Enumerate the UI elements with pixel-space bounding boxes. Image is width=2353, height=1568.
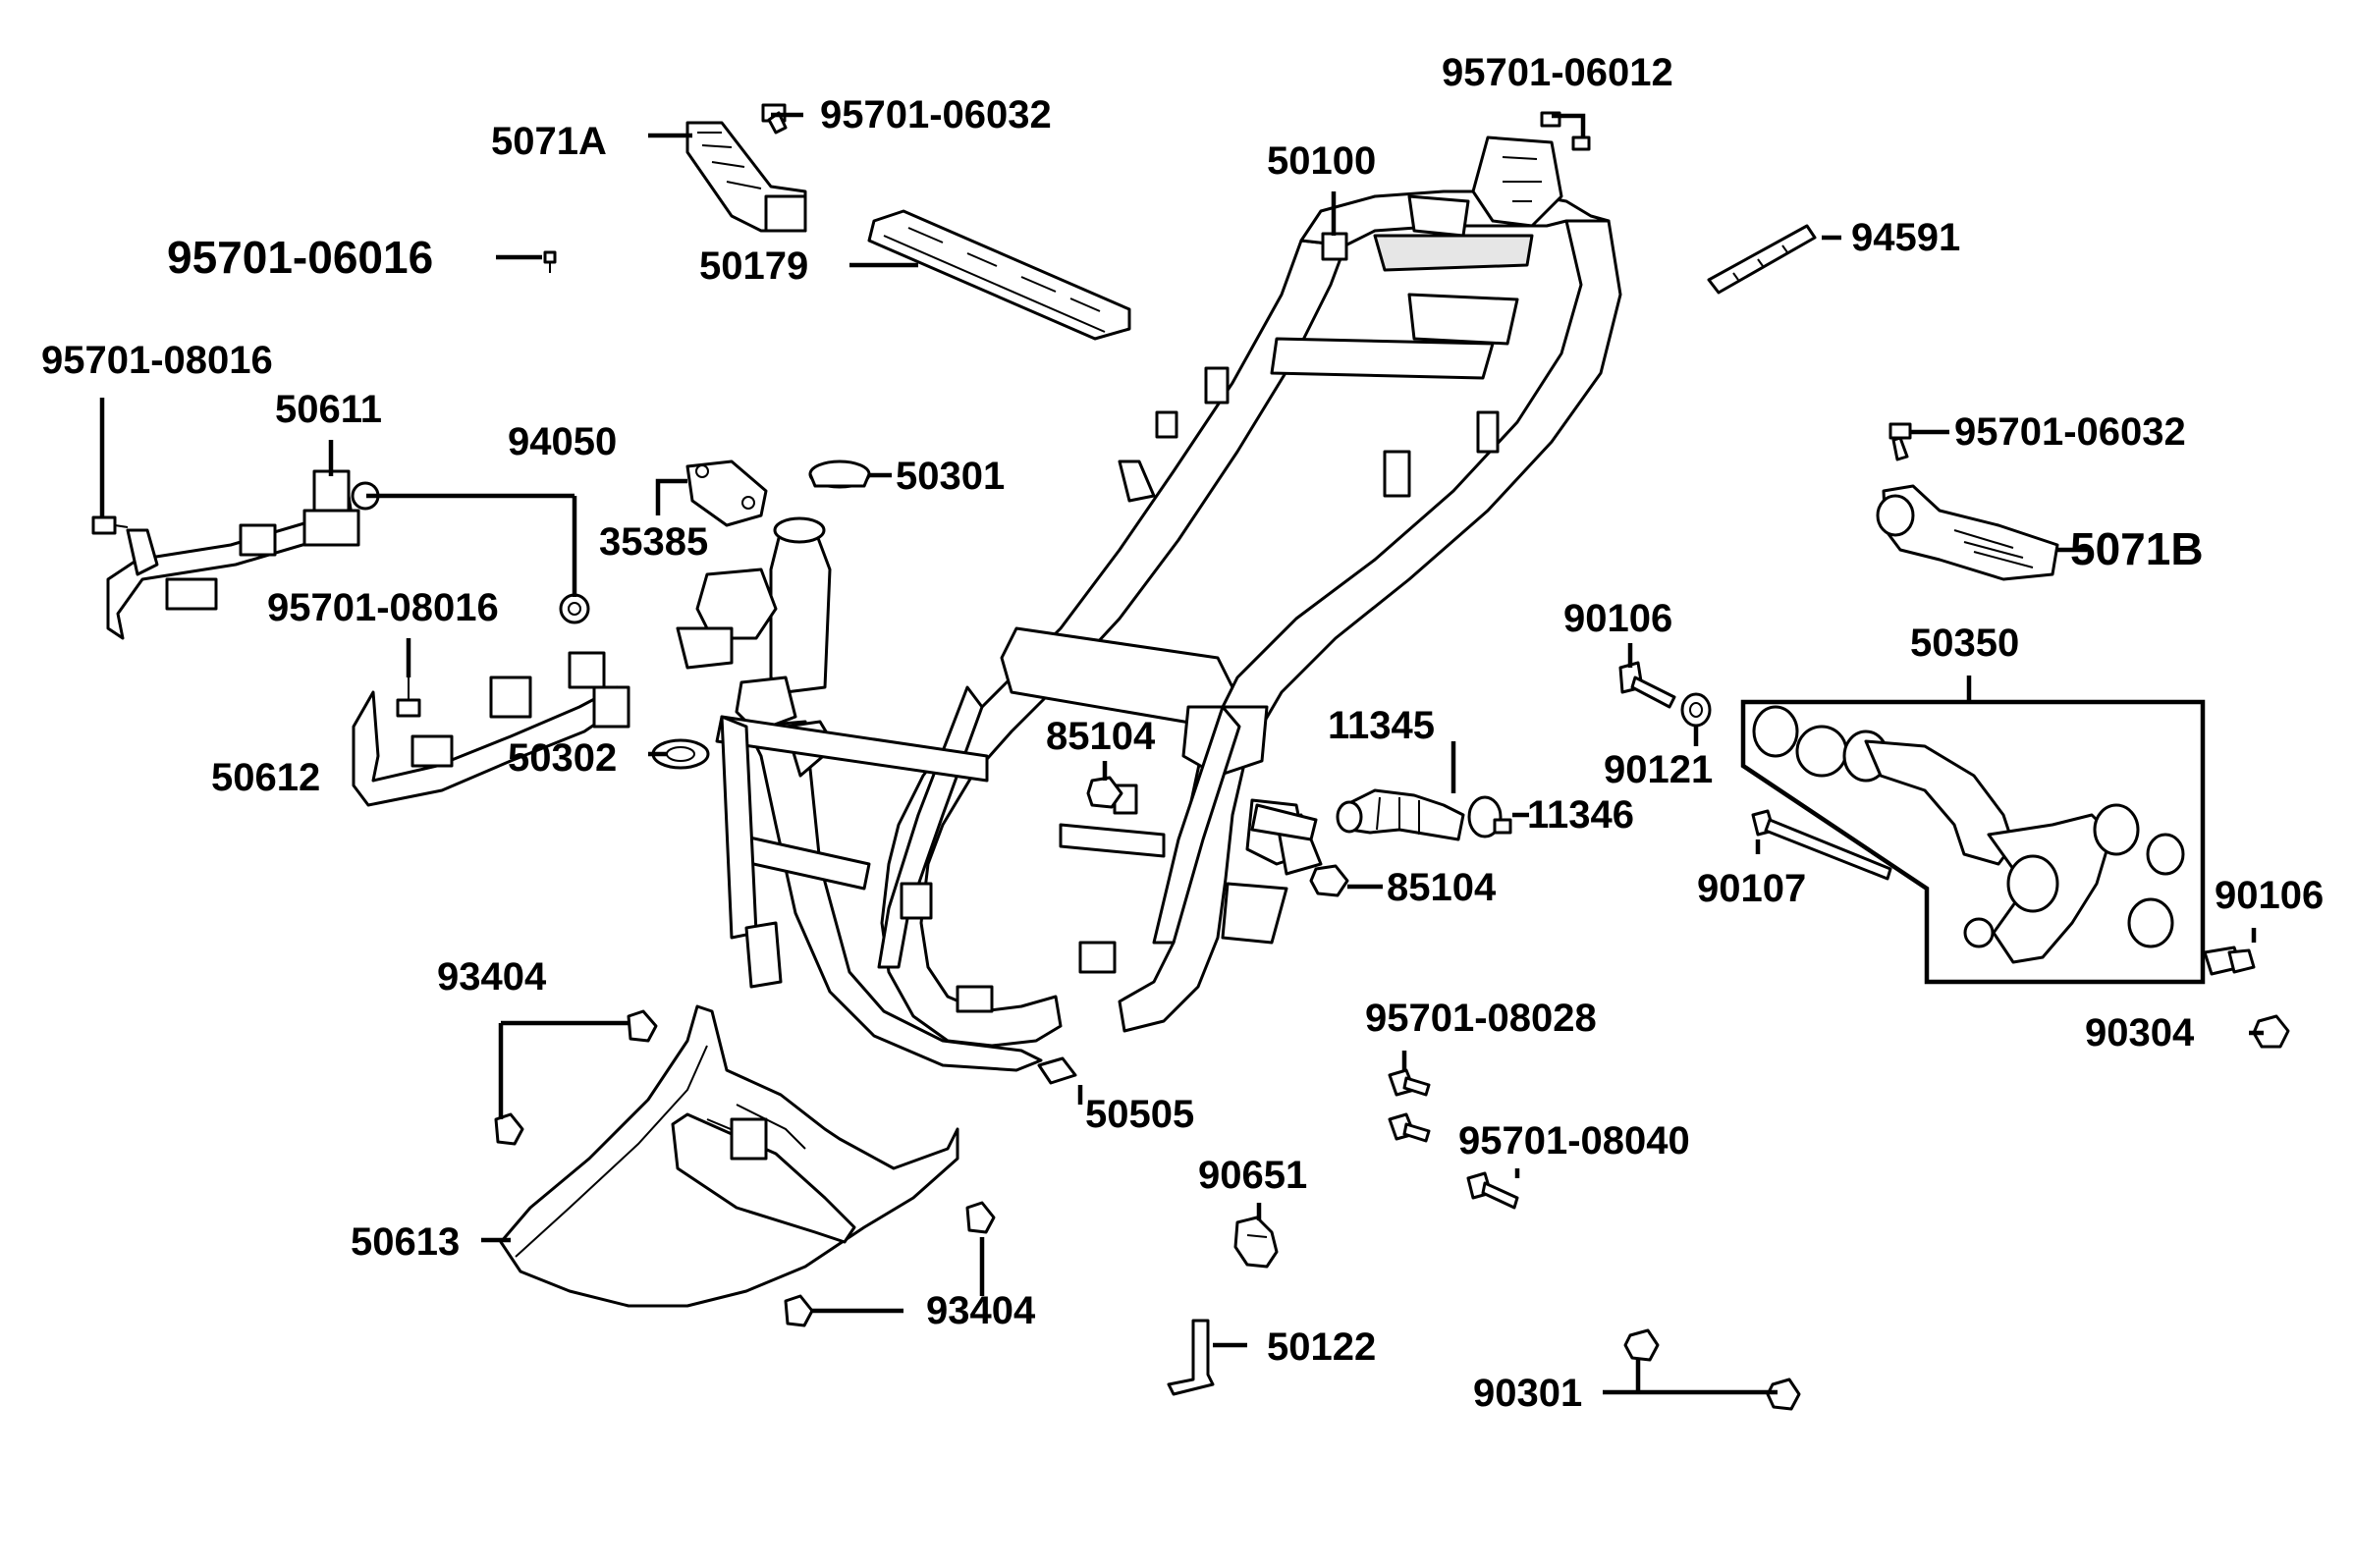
label-35385: 35385 <box>599 520 708 564</box>
label-95701-08040: 95701-08040 <box>1458 1119 1690 1162</box>
bar-50611 <box>106 469 380 640</box>
label-93404-b: 93404 <box>926 1289 1036 1332</box>
label-95701-06012: 95701-06012 <box>1442 51 1673 94</box>
clamp-11346 <box>1467 795 1512 838</box>
label-94591: 94591 <box>1851 216 1960 259</box>
hose-11345 <box>1336 788 1465 841</box>
bolt-90106-b <box>2203 946 2256 976</box>
nut-85104-b <box>1309 864 1349 897</box>
label-50122: 50122 <box>1267 1325 1376 1369</box>
bracket-50122 <box>1167 1319 1215 1396</box>
label-93404-a: 93404 <box>437 955 547 999</box>
main-frame <box>676 135 1622 1072</box>
label-90121: 90121 <box>1604 748 1713 791</box>
strap-94591 <box>1707 224 1817 295</box>
label-50611: 50611 <box>275 388 382 431</box>
label-50302: 50302 <box>508 736 617 780</box>
screw-95701-06016 <box>543 250 557 273</box>
floor-panel-50613 <box>499 1004 959 1308</box>
label-94050: 94050 <box>508 420 617 463</box>
label-11345: 11345 <box>1328 704 1435 747</box>
bolt-95701-08016-a <box>91 515 129 535</box>
label-90107: 90107 <box>1697 867 1806 910</box>
bolt-95701-08016-b <box>396 677 421 718</box>
cap-50301 <box>808 460 871 489</box>
washer-90121 <box>1680 692 1712 728</box>
nut-94050 <box>559 593 590 624</box>
label-95701-06016: 95701-06016 <box>167 232 433 283</box>
label-5071a: 5071A <box>491 120 607 163</box>
label-5071b: 5071B <box>2070 523 2204 574</box>
label-11346: 11346 <box>1527 793 1634 837</box>
bolt-95701-08040 <box>1466 1171 1519 1210</box>
bracket-35385 <box>685 460 768 527</box>
label-95701-08016-a: 95701-08016 <box>41 339 273 382</box>
label-85104-a: 85104 <box>1046 715 1156 758</box>
clip-50505 <box>1037 1056 1077 1085</box>
label-50350: 50350 <box>1910 622 2019 665</box>
screw-93404-b <box>784 1201 996 1327</box>
plate-50179 <box>867 209 1131 341</box>
leader-lines <box>99 112 2264 1395</box>
bar-50612 <box>352 651 630 807</box>
label-50612: 50612 <box>211 756 320 799</box>
label-90304: 90304 <box>2085 1011 2195 1054</box>
label-95701-06032-right: 95701-06032 <box>1954 410 2186 454</box>
engine-hanger-50350 <box>1740 699 2206 985</box>
label-50613: 50613 <box>351 1220 460 1264</box>
label-95701-08016-b: 95701-08016 <box>267 586 499 629</box>
clamp-90651 <box>1233 1216 1279 1269</box>
bolt-95701-06032-top <box>761 103 788 135</box>
label-90106-a: 90106 <box>1563 597 1672 640</box>
bolt-90106-a <box>1618 661 1676 709</box>
label-95701-06032-top: 95701-06032 <box>820 93 1052 136</box>
label-50179: 50179 <box>699 244 808 288</box>
label-90651: 90651 <box>1198 1154 1307 1197</box>
footrest-5071b <box>1876 484 2059 581</box>
label-50505: 50505 <box>1085 1093 1194 1136</box>
label-90106-b: 90106 <box>2215 874 2324 917</box>
bolt-95701-06012 <box>1540 111 1591 151</box>
label-85104-b: 85104 <box>1387 866 1497 909</box>
label-95701-08028: 95701-08028 <box>1365 997 1597 1040</box>
bolt-95701-08028 <box>1388 1068 1431 1143</box>
screw-93404-a <box>494 1009 658 1146</box>
label-50301: 50301 <box>896 455 1005 498</box>
bolt-95701-06032-right <box>1888 422 1912 461</box>
label-50100: 50100 <box>1267 139 1376 183</box>
nut-90301 <box>1623 1328 1801 1411</box>
part-labels: 95701-06012 95701-06032 5071A 50100 9459… <box>41 51 2324 1415</box>
footrest-5071a <box>685 121 807 233</box>
label-90301: 90301 <box>1473 1372 1582 1415</box>
nut-85104-a <box>1086 776 1123 809</box>
bolt-90107 <box>1751 809 1892 881</box>
